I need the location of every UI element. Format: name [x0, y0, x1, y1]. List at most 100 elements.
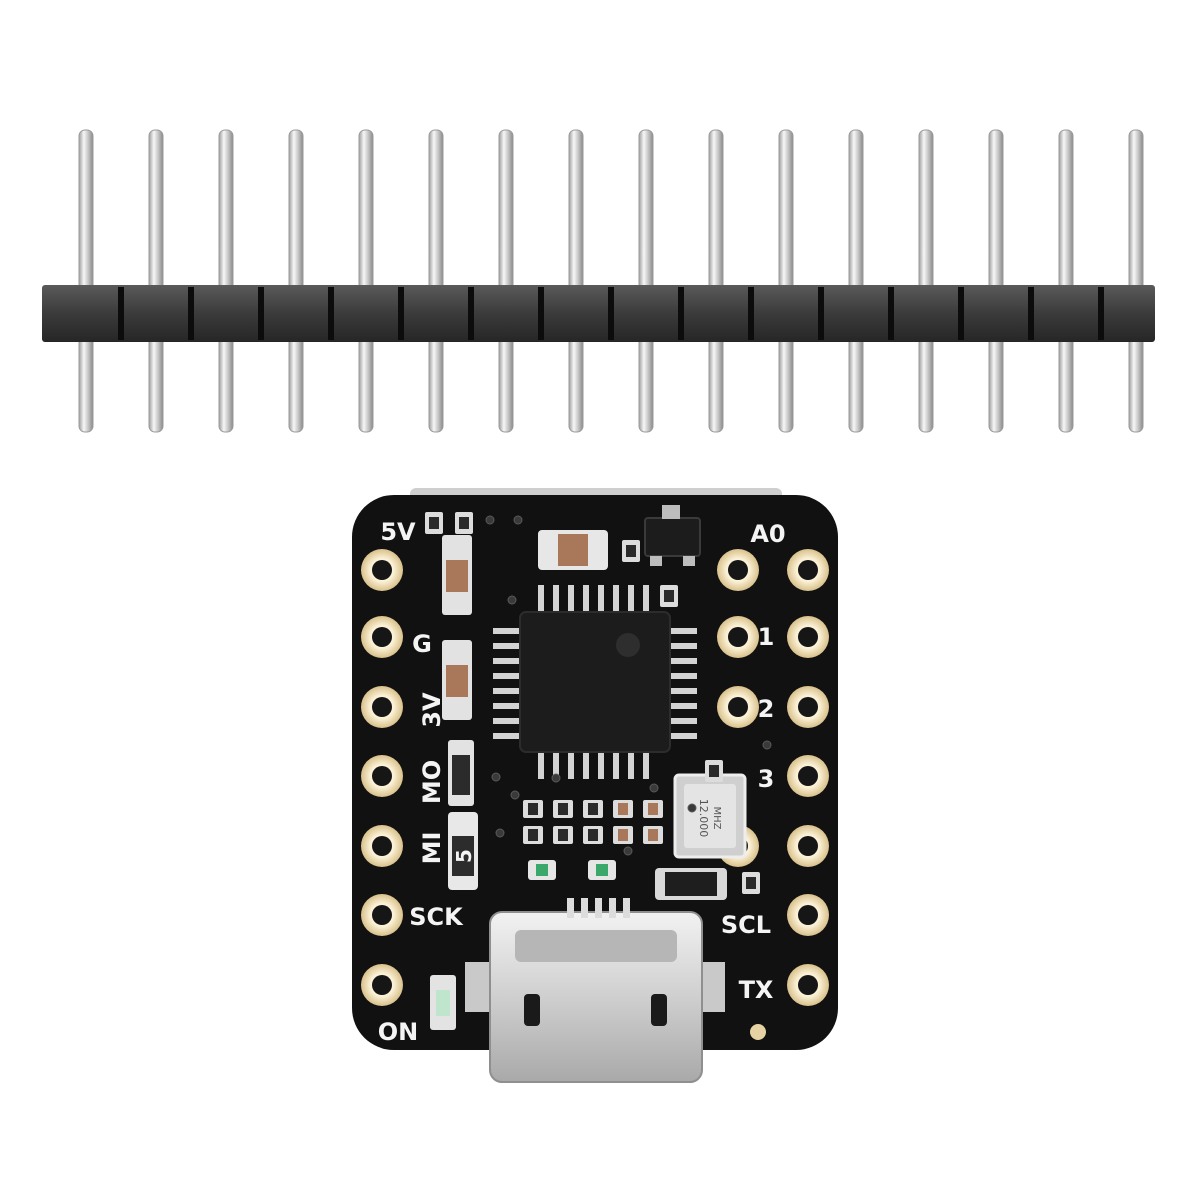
- header-segment-gap: [538, 287, 544, 340]
- solder-jumper: 5: [448, 812, 478, 890]
- via: [510, 790, 520, 800]
- jumper-label: 5: [452, 849, 476, 863]
- header-segment-gap: [1098, 287, 1104, 340]
- header-pin: [918, 129, 934, 433]
- left-pin-pads: [361, 549, 403, 1006]
- header-pin: [778, 129, 794, 433]
- left-pad-hole: [372, 560, 392, 580]
- via: [551, 773, 561, 783]
- header-segment-gap: [888, 287, 894, 340]
- right-pin-pads: [787, 549, 829, 1006]
- inner-pad-hole: [728, 560, 748, 580]
- left-pad-hole: [372, 627, 392, 647]
- left-pad-hole: [372, 975, 392, 995]
- header-pin: [288, 129, 304, 433]
- right-pin-label: A0: [750, 520, 785, 548]
- header-segment-gap: [678, 287, 684, 340]
- top-capacitor: [538, 530, 608, 570]
- header-pin: [1058, 129, 1074, 433]
- pcb-body: [352, 495, 838, 1050]
- status-leds: [528, 860, 616, 880]
- via: [623, 846, 633, 856]
- header-segment-gap: [958, 287, 964, 340]
- crystal-unit-text: MHZ: [711, 807, 722, 830]
- left-capacitors: [442, 535, 474, 806]
- left-pin-label: SCK: [409, 903, 464, 931]
- micro-usb-connector: [465, 898, 725, 1083]
- header-segment-gap: [818, 287, 824, 340]
- right-pin-label: SCL: [721, 911, 771, 939]
- right-pin-label: 1: [758, 623, 775, 651]
- header-pin: [498, 129, 514, 433]
- header-segment-gaps: [118, 287, 1104, 340]
- right-pad-hole: [798, 836, 818, 856]
- header-pin: [568, 129, 584, 433]
- header-pin: [988, 129, 1004, 433]
- header-segment-gap: [468, 287, 474, 340]
- header-pin: [218, 129, 234, 433]
- via: [649, 783, 659, 793]
- via: [507, 595, 517, 605]
- left-pin-label: 5V: [380, 518, 416, 546]
- left-pad-hole: [372, 905, 392, 925]
- via: [687, 803, 697, 813]
- left-pin-label: MI: [418, 832, 446, 865]
- pcb-vias: [485, 515, 772, 856]
- header-plastic-body: [42, 285, 1155, 342]
- header-segment-gap: [748, 287, 754, 340]
- header-pin: [148, 129, 164, 433]
- power-led: [430, 975, 456, 1030]
- diode: [655, 868, 727, 900]
- left-pad-hole: [372, 836, 392, 856]
- header-segment-gap: [608, 287, 614, 340]
- header-pin: [1128, 129, 1144, 433]
- right-pad-hole: [798, 560, 818, 580]
- left-pad-hole: [372, 766, 392, 786]
- via: [491, 772, 501, 782]
- header-pin: [78, 129, 94, 433]
- left-pin-label: ON: [378, 1018, 419, 1046]
- via: [495, 828, 505, 838]
- inner-pad-hole: [728, 627, 748, 647]
- left-pin-label: G: [412, 630, 432, 658]
- right-pin-label: TX: [739, 976, 774, 1004]
- right-pad-hole: [798, 627, 818, 647]
- header-segment-gap: [398, 287, 404, 340]
- chip-leads: [493, 585, 697, 779]
- header-segment-gap: [258, 287, 264, 340]
- left-pin-label: MO: [418, 760, 446, 804]
- mounting-dot: [750, 1024, 766, 1040]
- crystal-frequency-text: 12.000: [697, 799, 710, 838]
- via: [762, 740, 772, 750]
- usb-contact-pins: [567, 898, 630, 918]
- header-segment-gap: [1028, 287, 1034, 340]
- right-pad-hole: [798, 905, 818, 925]
- pin-header-strip: [42, 129, 1155, 433]
- right-pin-label: 2: [758, 695, 775, 723]
- via: [485, 515, 495, 525]
- header-pin: [638, 129, 654, 433]
- right-pad-hole: [798, 766, 818, 786]
- header-pin: [708, 129, 724, 433]
- header-segment-gap: [188, 287, 194, 340]
- chip-pin1-dot: [616, 633, 640, 657]
- via: [513, 515, 523, 525]
- resistor-array: [425, 512, 760, 894]
- header-pin: [358, 129, 374, 433]
- microcontroller-chip: [493, 585, 697, 779]
- left-pin-labels: 5V G 3V MO MI SCK ON: [378, 518, 464, 1046]
- header-pin: [428, 129, 444, 433]
- header-pin: [848, 129, 864, 433]
- right-pad-hole: [798, 697, 818, 717]
- header-segment-gap: [328, 287, 334, 340]
- crystal-oscillator: 12.000 MHZ: [673, 773, 747, 859]
- inner-pad-hole: [728, 697, 748, 717]
- header-segment-gap: [118, 287, 124, 340]
- right-pin-label: 3: [758, 765, 775, 793]
- voltage-regulator: [644, 505, 701, 566]
- left-pin-label: 3V: [418, 692, 446, 728]
- right-pad-hole: [798, 975, 818, 995]
